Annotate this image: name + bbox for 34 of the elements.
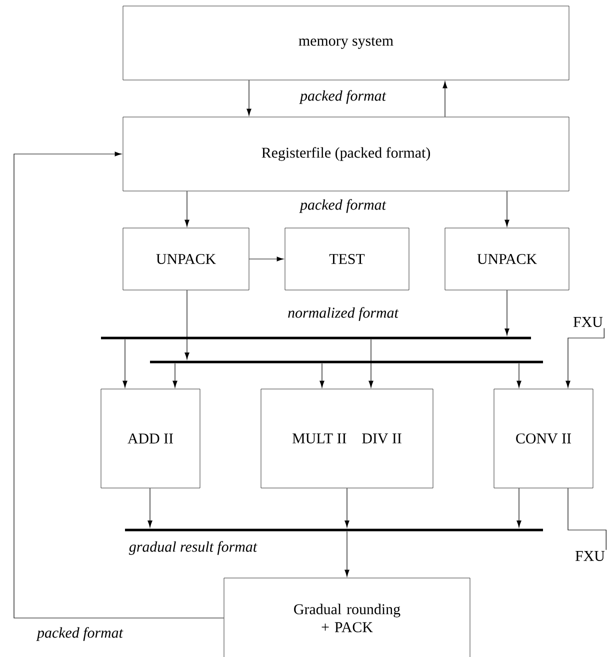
process-box: TEST	[284, 228, 410, 290]
format-label: normalized format	[288, 307, 399, 321]
arrow	[122, 339, 128, 388]
arrow	[516, 488, 522, 528]
format-label: packed format	[299, 199, 386, 213]
arrow	[516, 363, 522, 388]
process-box: Gradual rounding + PACK	[224, 578, 470, 657]
arrow	[184, 190, 190, 227]
process-box: Registerfile (packed format)	[122, 116, 570, 192]
arrow	[248, 256, 284, 262]
arrow	[504, 290, 510, 336]
arrow	[14, 152, 224, 618]
arrow	[442, 81, 448, 118]
process-box: UNPACK	[444, 228, 570, 290]
format-label: gradual result format	[128, 541, 258, 555]
arrow	[344, 531, 350, 577]
process-box: MULT II DIV II	[260, 388, 434, 488]
arrow	[566, 328, 604, 388]
arrow	[320, 363, 324, 388]
arrow	[504, 190, 510, 227]
format-label: packed format	[299, 90, 386, 104]
arrow	[344, 488, 350, 528]
process-box: CONV II	[494, 388, 594, 488]
unit-label: FXU	[573, 317, 603, 327]
arrow	[172, 363, 178, 388]
arrow	[246, 80, 252, 116]
arrow	[184, 290, 190, 360]
process-box: memory system	[122, 6, 570, 80]
arrow	[368, 339, 374, 388]
arrow	[148, 488, 152, 528]
process-box: UNPACK	[122, 228, 250, 290]
process-box: ADD II	[100, 388, 200, 488]
unit-label: FXU	[575, 551, 605, 561]
format-label: packed format	[36, 627, 124, 641]
